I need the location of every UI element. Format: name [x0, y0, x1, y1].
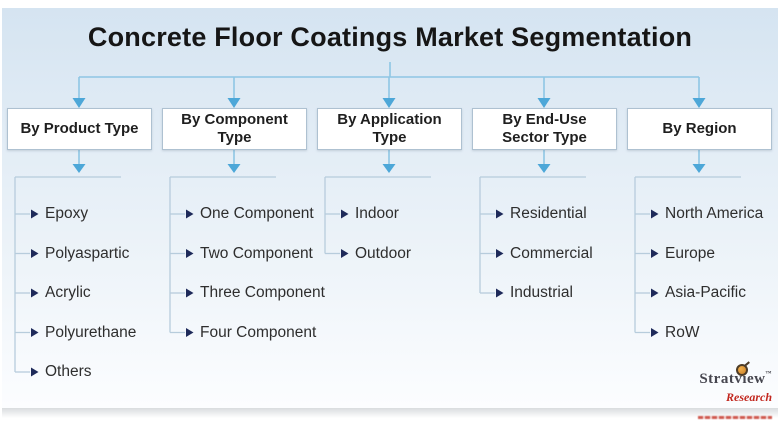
segment-item-polyaspartic: Polyaspartic [45, 244, 130, 262]
category-box-by-product-type: By Product Type [7, 108, 152, 150]
segment-item-row: RoW [665, 323, 700, 341]
category-box-label-line: Sector Type [502, 129, 587, 146]
category-box-label-line: Type [372, 129, 407, 146]
segment-item-asia-pacific: Asia-Pacific [665, 284, 746, 301]
category-box-label-line: Type [217, 129, 252, 146]
logo-trademark: ™ [765, 371, 772, 377]
segment-item-industrial: Industrial [510, 284, 573, 301]
page-title: Concrete Floor Coatings Market Segmentat… [87, 22, 693, 52]
segment-item-three-component: Three Component [200, 284, 325, 301]
logo-stratview-research: Stratview™ Research [652, 361, 772, 424]
segment-item-epoxy: Epoxy [45, 205, 89, 222]
logo-brand-text: Stratview™ [699, 361, 772, 388]
segment-item-commercial: Commercial [510, 244, 593, 262]
slide-shadow [2, 408, 778, 418]
segment-item-four-component: Four Component [200, 323, 317, 341]
category-box-label-line: By Region [662, 120, 737, 137]
segment-item-acrylic: Acrylic [45, 284, 91, 301]
category-box-by-region: By Region [627, 108, 772, 150]
logo-tagline [698, 416, 772, 419]
segment-item-outdoor: Outdoor [355, 244, 412, 262]
segment-item-europe: Europe [665, 244, 715, 262]
logo-division-text: Research [726, 390, 772, 404]
segment-item-others: Others [45, 363, 92, 380]
magnifier-icon [736, 361, 750, 376]
category-box-label-line: By Component [181, 111, 288, 128]
category-box-label-line: By Application [337, 111, 442, 128]
segment-item-one-component: One Component [200, 205, 314, 222]
category-box-label-line: By Product Type [20, 120, 139, 137]
segment-item-north-america: North America [665, 205, 764, 222]
logo-brand-word: Stratview [699, 371, 766, 387]
segment-item-polyurethane: Polyurethane [45, 323, 137, 341]
category-box-label-line: By End-Use [502, 111, 587, 128]
segment-item-residential: Residential [510, 205, 587, 222]
segment-item-two-component: Two Component [200, 244, 313, 262]
segment-item-indoor: Indoor [355, 205, 399, 222]
